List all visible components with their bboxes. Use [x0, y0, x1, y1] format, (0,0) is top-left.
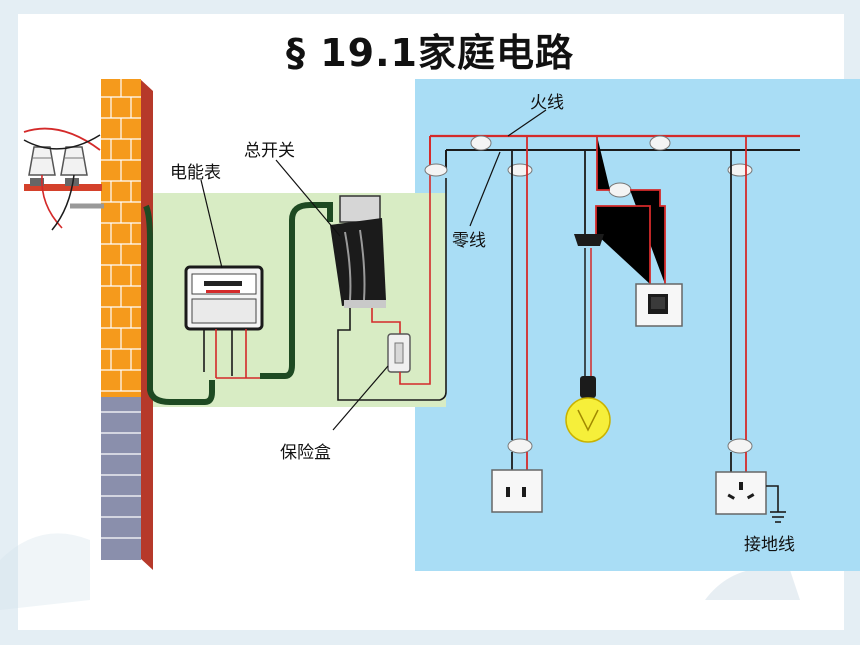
wall-switch: [635, 283, 683, 327]
page-title: § 19.1家庭电路: [286, 31, 574, 75]
wire-clamp: [649, 135, 671, 151]
meter-leader: [200, 179, 223, 269]
ground-symbol: [766, 485, 786, 523]
wire-clamp: [507, 163, 533, 177]
ceiling-rose: [574, 234, 604, 246]
wire-clamp: [424, 163, 448, 177]
neutral-wire-label: 零线: [452, 231, 486, 251]
main-switch-label: 总开关: [244, 141, 295, 161]
live-wire-label: 火线: [530, 93, 564, 113]
overhead-live-wire: [23, 127, 101, 151]
overhead-neutral-wire: [23, 134, 101, 150]
wire-clamp: [507, 438, 533, 454]
wire-clamp: [608, 182, 632, 198]
neutral-wire-leader: [469, 151, 501, 227]
meter-label: 电能表: [170, 163, 221, 183]
three-pin-socket: [715, 471, 767, 515]
brick-wall: [101, 79, 153, 570]
live-wire-leader: [507, 109, 547, 137]
wire-clamp: [470, 135, 492, 151]
fuse-box-leader: [332, 365, 389, 431]
ground-wire-label: 接地线: [744, 535, 795, 555]
service-cable: [143, 204, 215, 405]
insulator-bracket: [24, 146, 102, 191]
electricity-meter: [184, 265, 264, 379]
light-bulb: [565, 376, 611, 443]
wire-clamp: [727, 438, 753, 454]
fuse-box-label: 保险盒: [280, 443, 331, 463]
watermark-decoration: [0, 533, 800, 610]
meter-output-cable: [260, 202, 333, 379]
main-switch-leader: [275, 159, 341, 237]
main-switch: [330, 195, 386, 308]
two-pin-socket: [491, 469, 543, 513]
